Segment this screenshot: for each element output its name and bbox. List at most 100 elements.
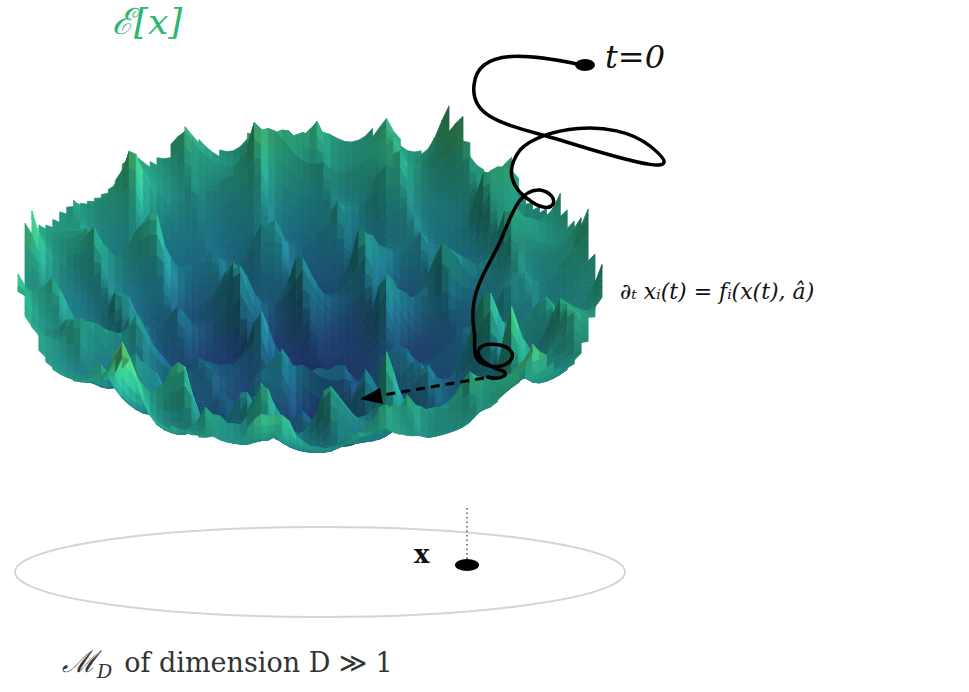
surface-facet [122,262,129,275]
surface-facet [185,248,192,254]
surface-facet [428,316,435,329]
surface-facet [289,224,296,232]
surface-facet [428,196,435,207]
surface-facet [213,216,220,226]
surface-facet [275,242,282,253]
surface-facet [345,142,352,152]
surface-facet [213,171,220,179]
surface-facet [60,232,67,239]
surface-facet [150,256,157,277]
surface-facet [143,256,150,276]
manifold-ellipse [15,527,625,617]
surface-facet [449,308,456,321]
surface-facet [122,248,129,262]
surface-facet [463,286,470,300]
surface-facet [345,315,352,327]
surface-facet [185,205,192,219]
surface-facet [303,207,310,217]
surface-facet [303,181,310,196]
surface-facet [220,192,227,206]
surface-facet [282,337,289,345]
surface-facet [192,236,199,243]
surface-facet [310,136,317,150]
surface-facet [289,350,296,356]
surface-facet [324,241,331,255]
surface-facet [546,235,553,240]
surface-facet [115,231,122,240]
surface-facet [220,333,227,346]
surface-facet [143,236,150,258]
surface-facet [261,264,268,275]
surface-facet [129,260,136,275]
surface-facet [261,226,268,242]
surface-facet [324,278,331,285]
surface-facet [303,161,310,183]
surface-facet [101,208,108,220]
surface-facet [227,234,234,243]
surface-facet [407,253,414,269]
surface-facet [546,240,553,244]
surface-facet [400,253,407,268]
surface-facet [150,314,157,321]
surface-facet [428,297,435,316]
surface-facet [136,258,143,276]
surface-facet [164,158,171,169]
surface-facet [289,204,296,216]
surface-facet [428,206,435,215]
surface-facet [331,239,338,254]
surface-facet [254,190,261,203]
surface-facet [101,196,108,208]
surface-facet [60,239,67,249]
surface-facet [261,274,268,284]
surface-facet [289,215,296,225]
surface-facet [268,253,275,265]
surface-facet [533,269,540,276]
surface-facet [261,241,268,254]
surface-facet [338,183,345,191]
surface-facet [74,271,81,284]
surface-facet [115,240,122,248]
surface-facet [185,218,192,229]
surface-facet [331,222,338,241]
surface-facet [296,216,303,224]
surface-facet [470,156,477,174]
surface-facet [185,254,192,259]
surface-facet [345,302,352,316]
surface-facet [115,192,122,208]
surface-facet [115,207,122,220]
surface-facet [317,255,324,265]
surface-facet [296,224,303,232]
surface-facet [213,191,220,206]
surface-facet [227,225,234,235]
surface-facet [338,191,345,198]
surface-facet [400,267,407,280]
surface-facet [275,317,282,330]
surface-facet [324,272,331,279]
surface-facet [192,228,199,236]
surface-facet [359,215,366,230]
surface-facet [421,197,428,207]
surface-facet [206,177,213,185]
surface-facet [150,276,157,292]
surface-facet [150,320,157,325]
surface-facet [60,248,67,257]
surface-facet [220,166,227,173]
surface-facet [303,196,310,207]
surface-facet [220,235,227,243]
surface-facet [400,279,407,288]
surface-facet [192,206,199,219]
surface-facet [254,173,261,190]
surface-facet [310,182,317,196]
surface-facet [67,207,74,215]
surface-facet [421,172,428,186]
surface-facet [387,185,394,202]
surface-facet [546,221,553,229]
surface-facet [227,151,234,159]
surface-facet [393,168,400,186]
surface-facet [317,242,324,255]
surface-facet [178,176,185,187]
surface-facet [192,243,199,249]
surface-facet [393,151,400,169]
surface-facet [310,164,317,183]
